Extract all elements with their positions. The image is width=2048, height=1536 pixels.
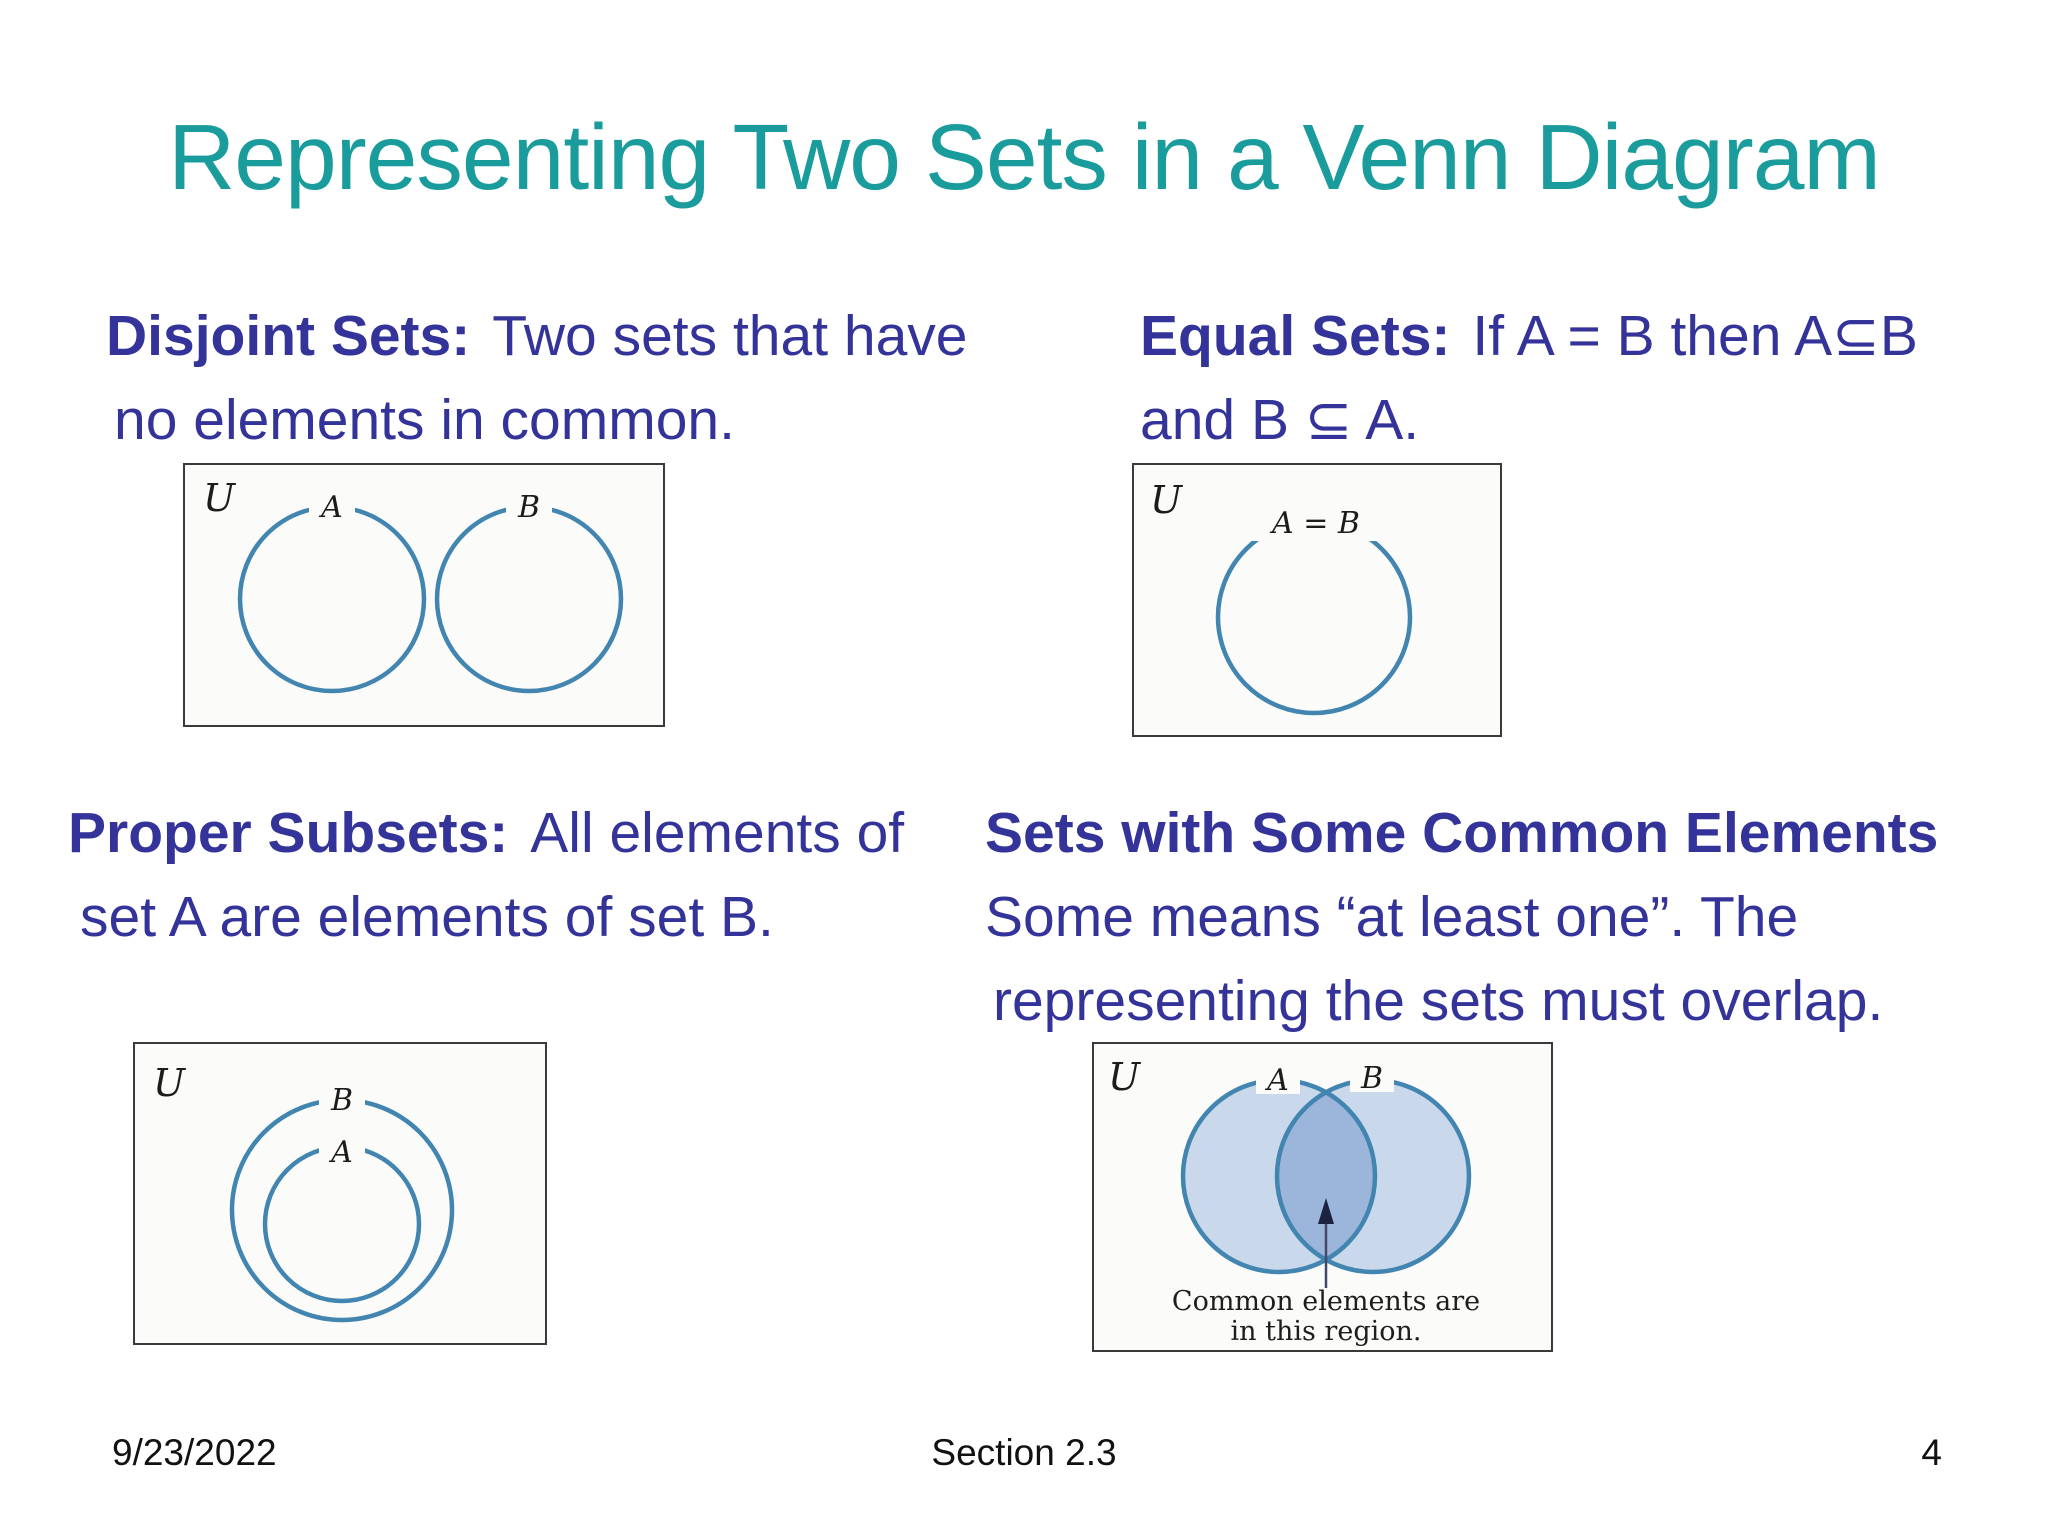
disjoint-sets-line1: Disjoint Sets:Two sets that have <box>106 304 968 368</box>
disjoint-sets-line2: no elements in common. <box>114 388 735 452</box>
common-elements-text: Sets with Some Common Elements Some mean… <box>985 791 1938 1043</box>
circle-a-equals-b <box>1215 518 1413 716</box>
label-a-mask <box>319 1136 365 1168</box>
common-elements-line2: representing the sets must overlap. <box>993 969 1884 1033</box>
proper-subsets-text: Proper Subsets:All elements of set A are… <box>68 791 904 959</box>
equal-sets-text: Equal Sets:If A = B then A⊆B and B ⊆ A. <box>1140 294 1918 462</box>
equal-venn-diagram: U A = B <box>1150 478 1413 716</box>
circle-b <box>434 504 624 694</box>
equal-sets-line2: and B ⊆ A. <box>1140 388 1420 452</box>
overlap-venn-diagram: U A B Common elements are in this region… <box>1108 1055 1480 1347</box>
disjoint-sets-heading: Disjoint Sets: <box>106 304 471 368</box>
footer-page-number: 4 <box>1921 1432 1942 1473</box>
disjoint-sets-text: Disjoint Sets:Two sets that have no elem… <box>106 294 967 462</box>
proper-subsets-line1: Proper Subsets:All elements of <box>68 801 905 865</box>
circle-a-label: A <box>328 1135 353 1170</box>
circle-a-label: A <box>318 490 343 525</box>
universe-label: U <box>153 1061 187 1105</box>
figure-disjoint-sets: U A B <box>183 463 665 727</box>
label-mask <box>1252 503 1378 541</box>
disjoint-venn-diagram: U A B <box>203 476 624 694</box>
figure-common-elements: U A B Common elements are in this region… <box>1092 1042 1553 1352</box>
circle-a-label: A <box>1264 1063 1289 1098</box>
caption-line1: Common elements are <box>1172 1286 1480 1317</box>
label-a-mask <box>1256 1066 1300 1094</box>
proper-subsets-line2: set A are elements of set B. <box>80 885 774 949</box>
universe-label: U <box>1150 478 1184 522</box>
circle-b-label: B <box>1360 1061 1383 1096</box>
common-elements-line1: Some means “at least one”. The <box>985 885 1799 949</box>
proper-subsets-heading: Proper Subsets: <box>68 801 509 865</box>
universe-label: U <box>1108 1055 1142 1099</box>
label-b-mask <box>1350 1064 1394 1092</box>
label-a-mask <box>309 491 355 521</box>
circle-b-label: B <box>517 490 540 525</box>
universe-label: U <box>203 476 237 520</box>
label-b-mask <box>506 491 552 521</box>
pointer-arrow-head <box>1318 1198 1334 1224</box>
footer-section: Section 2.3 <box>931 1432 1117 1473</box>
equal-sets-line1: Equal Sets:If A = B then A⊆B <box>1140 304 1918 368</box>
equal-sets-heading: Equal Sets: <box>1140 304 1451 368</box>
caption-line2: in this region. <box>1231 1316 1422 1347</box>
figure-equal-sets: U A = B <box>1132 463 1502 737</box>
circle-b-label: B <box>330 1083 353 1118</box>
circle-a <box>237 504 427 694</box>
circle-label: A = B <box>1269 506 1360 541</box>
figure-proper-subset: U B A <box>133 1042 547 1345</box>
label-b-mask <box>319 1084 365 1116</box>
circle-a-inner <box>262 1144 422 1304</box>
slide-title: Representing Two Sets in a Venn Diagram <box>168 105 1881 209</box>
common-elements-heading: Sets with Some Common Elements <box>985 801 1939 865</box>
footer-date: 9/23/2022 <box>112 1432 277 1473</box>
subset-venn-diagram: U B A <box>153 1061 455 1323</box>
